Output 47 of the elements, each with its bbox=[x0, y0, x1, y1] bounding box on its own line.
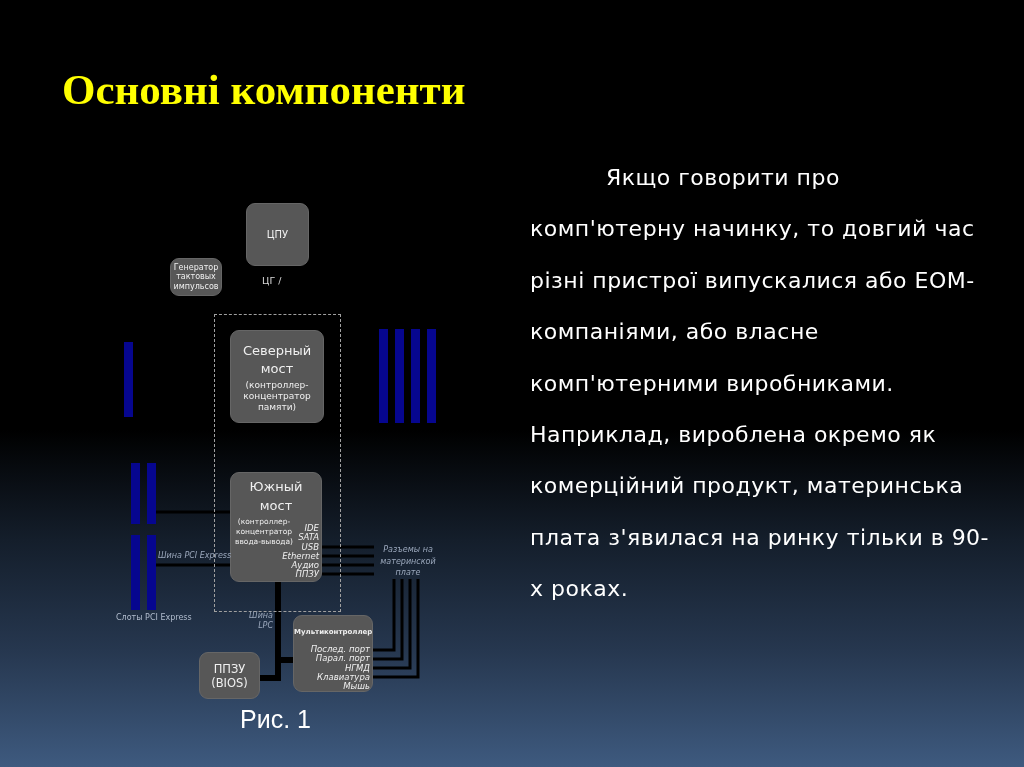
connector-line bbox=[373, 579, 396, 652]
slot-bar bbox=[124, 342, 133, 417]
slot-caption: Слоты PCI Express bbox=[116, 613, 192, 623]
connector-line bbox=[373, 579, 420, 679]
connector-line bbox=[322, 554, 374, 558]
port-label: Послед. порт bbox=[310, 645, 370, 655]
component-box bbox=[199, 652, 260, 699]
bus-line bbox=[275, 582, 293, 663]
connector-note: Разъемы на материнской плате bbox=[379, 544, 437, 579]
box-label: ЦПУ bbox=[266, 229, 289, 240]
port-label: Ethernet bbox=[282, 551, 319, 561]
component-box bbox=[230, 472, 322, 582]
slot-bar bbox=[131, 535, 140, 610]
slot-bar bbox=[131, 463, 140, 524]
port-label: НГМД bbox=[344, 663, 370, 673]
port-label: Парал. порт bbox=[315, 654, 370, 664]
port-label: Клавиатура bbox=[316, 672, 370, 683]
connector-line bbox=[322, 572, 374, 576]
connector-line bbox=[322, 545, 374, 549]
box-description: (контроллер-концентратор памяти) bbox=[242, 380, 312, 413]
slot-bar bbox=[147, 535, 156, 610]
edge-label: Шина LPC bbox=[248, 611, 273, 631]
slot-bar bbox=[379, 329, 388, 423]
connector-line bbox=[373, 579, 412, 670]
component-box bbox=[293, 615, 373, 692]
bus-label: ЦГ / bbox=[262, 275, 282, 286]
connector-line bbox=[156, 563, 230, 567]
component-box bbox=[246, 203, 309, 266]
slot-bar bbox=[427, 329, 436, 423]
slot-bar bbox=[395, 329, 404, 423]
box-heading: Южный мост bbox=[248, 478, 304, 515]
figure-caption: Рис. 1 bbox=[240, 704, 311, 734]
slide-title: Основні компоненти bbox=[62, 65, 466, 115]
box-label: Генератор тактовых импульсов bbox=[172, 262, 220, 292]
port-label: ППЗУ bbox=[295, 570, 319, 580]
body-paragraph: Якщо говорити про комп'ютерну начинку, то довгий час різні пристрої випускалися або ЕОМ-компаніями, або власне комп'ютерними виробниками. Наприклад, вироблена окремо як комерційний продукт, материнська плата з'явилася на ринку тільки в 90-х роках. bbox=[530, 164, 991, 604]
edge-label: Шина PCI Express bbox=[158, 551, 232, 561]
slot-bar bbox=[411, 329, 420, 423]
connector-line bbox=[322, 563, 374, 567]
box-heading: Северный мост bbox=[241, 342, 313, 378]
connector-line bbox=[373, 579, 404, 661]
port-label: USB bbox=[300, 542, 319, 552]
port-label: Аудио bbox=[290, 561, 319, 571]
box-label: ППЗУ (BIOS) bbox=[210, 661, 249, 690]
slot-bar bbox=[147, 463, 156, 524]
port-label: Мышь bbox=[343, 682, 370, 692]
component-box bbox=[230, 330, 324, 423]
